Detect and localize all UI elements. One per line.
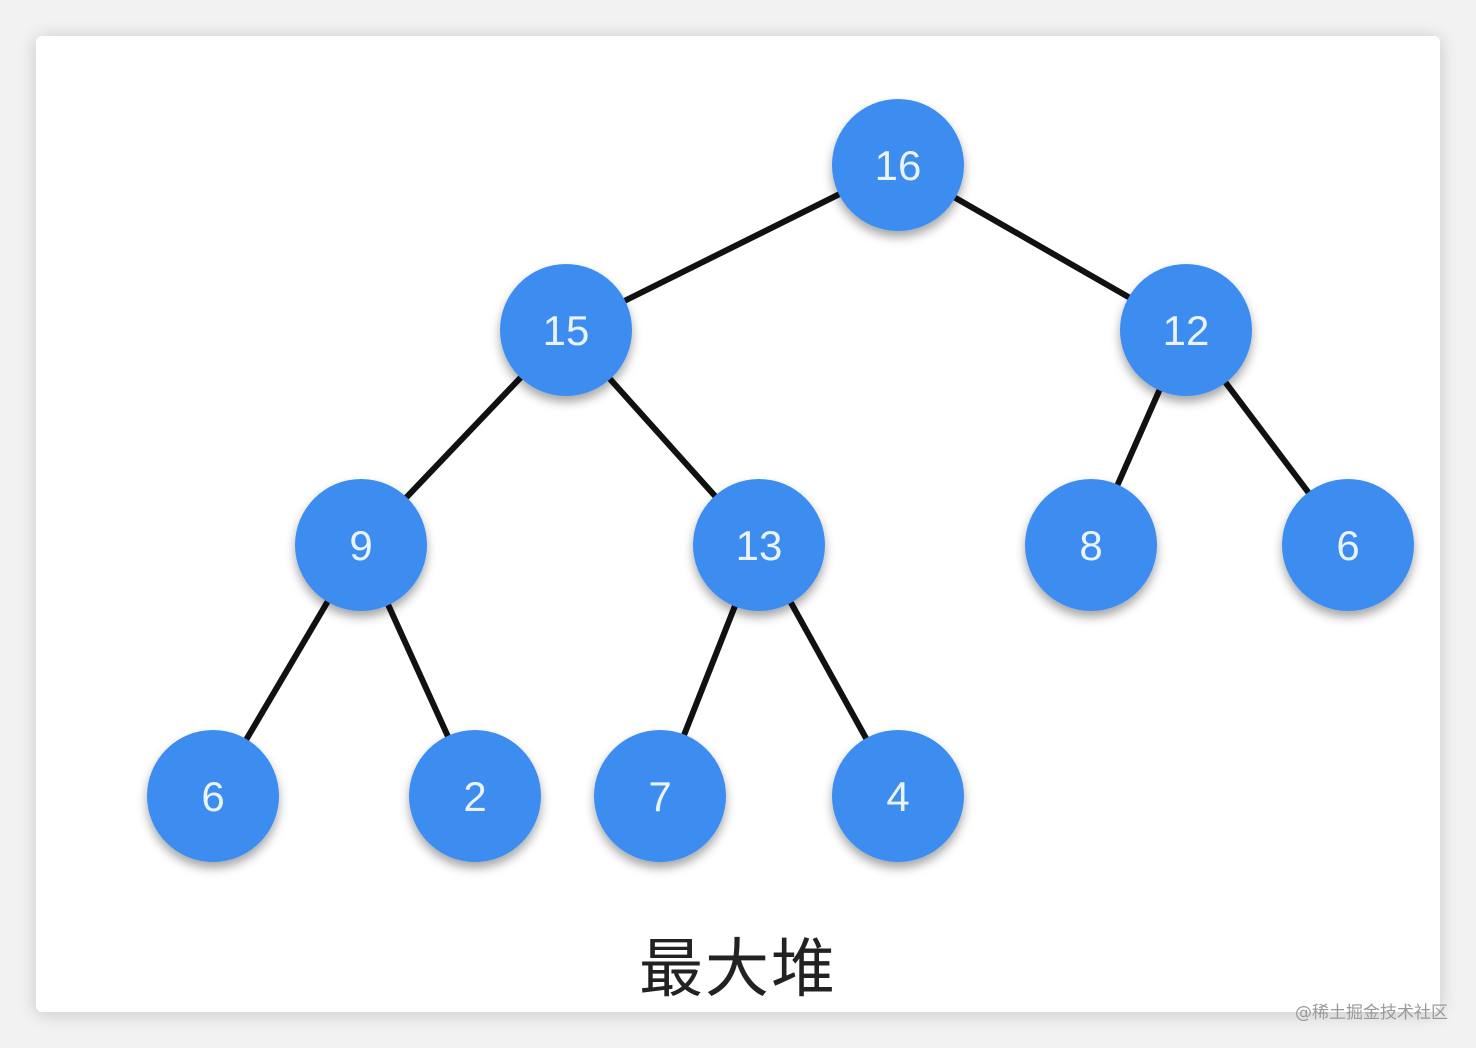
tree-node: 12 bbox=[1120, 264, 1252, 396]
node-value: 9 bbox=[349, 522, 372, 569]
node-value: 12 bbox=[1163, 307, 1210, 354]
node-circle bbox=[147, 730, 279, 862]
node-value: 7 bbox=[648, 773, 671, 820]
node-value: 6 bbox=[201, 773, 224, 820]
node-circle bbox=[409, 730, 541, 862]
node-value: 16 bbox=[875, 142, 922, 189]
watermark: @稀土掘金技术社区 bbox=[1295, 1003, 1448, 1023]
tree-node: 4 bbox=[832, 730, 964, 862]
node-value: 4 bbox=[886, 773, 909, 820]
node-circle bbox=[832, 730, 964, 862]
node-value: 15 bbox=[543, 307, 590, 354]
tree-node: 7 bbox=[594, 730, 726, 862]
node-circle bbox=[295, 479, 427, 611]
tree-node: 6 bbox=[1282, 479, 1414, 611]
tree-node: 6 bbox=[147, 730, 279, 862]
node-value: 13 bbox=[736, 522, 783, 569]
node-circle bbox=[1282, 479, 1414, 611]
node-value: 6 bbox=[1336, 522, 1359, 569]
tree-node: 16 bbox=[832, 99, 964, 231]
node-circle bbox=[594, 730, 726, 862]
diagram-title: 最大堆 bbox=[639, 933, 837, 1007]
tree-node: 2 bbox=[409, 730, 541, 862]
node-circle bbox=[500, 264, 632, 396]
tree-node: 15 bbox=[500, 264, 632, 396]
node-value: 8 bbox=[1079, 522, 1102, 569]
tree-node: 13 bbox=[693, 479, 825, 611]
tree-node: 8 bbox=[1025, 479, 1157, 611]
node-value: 2 bbox=[463, 773, 486, 820]
node-circle bbox=[1025, 479, 1157, 611]
tree-node: 9 bbox=[295, 479, 427, 611]
node-circle bbox=[832, 99, 964, 231]
node-circle bbox=[693, 479, 825, 611]
node-circle bbox=[1120, 264, 1252, 396]
